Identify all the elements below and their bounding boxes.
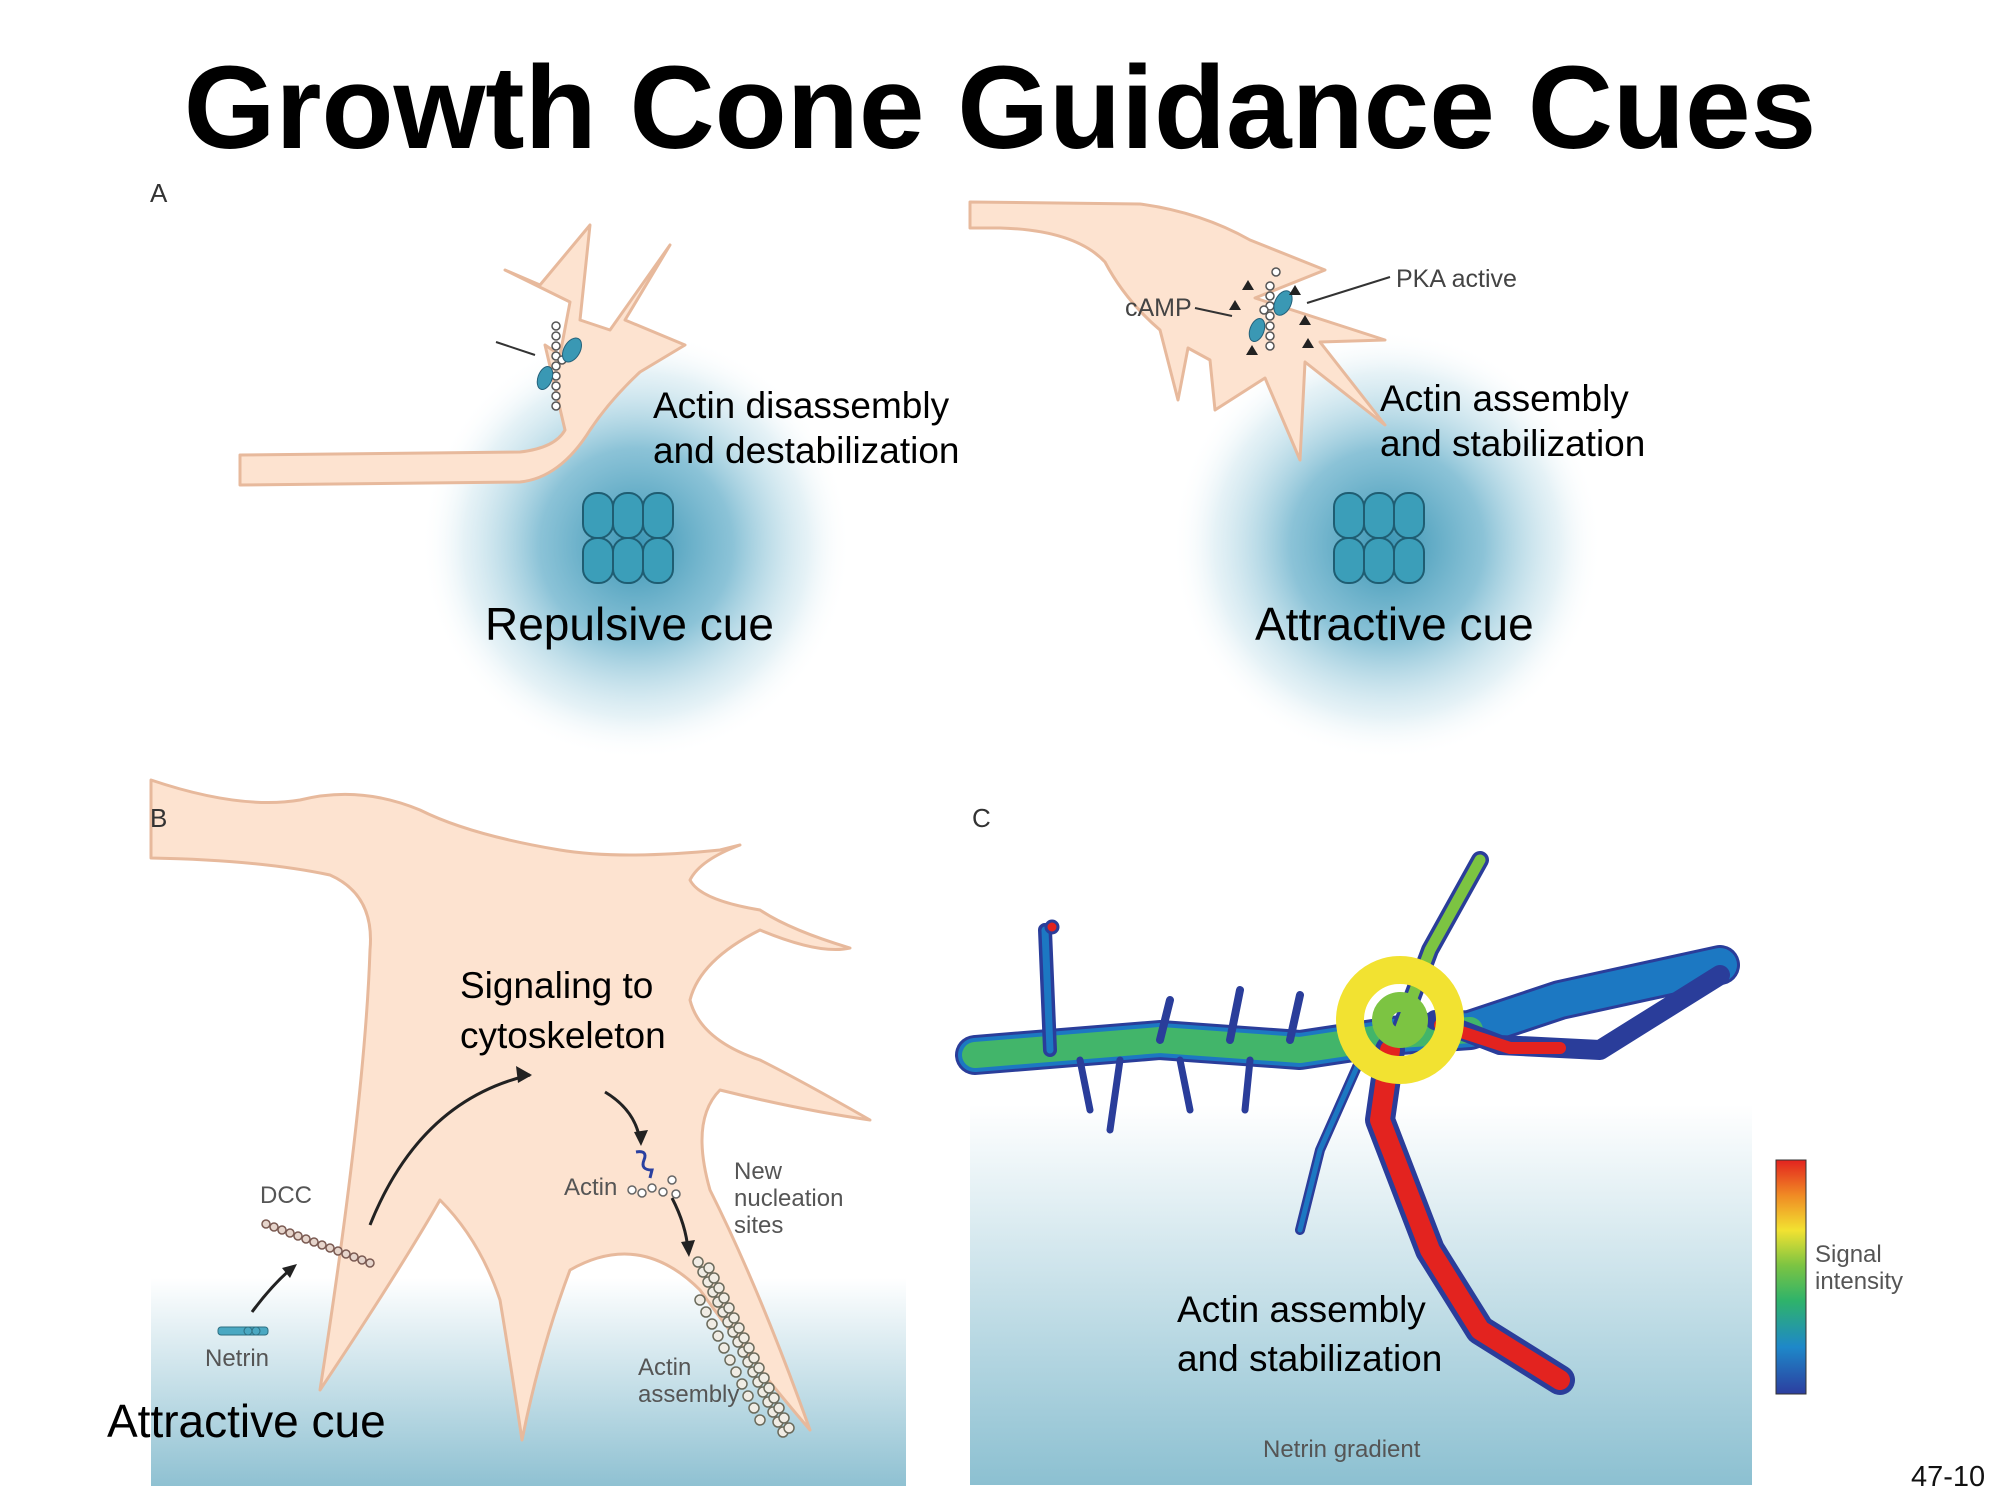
repulsive-growth-cone (238, 223, 687, 487)
repulsive-effect-line2: and destabilization (653, 430, 960, 471)
actin-monomers-icon (627, 1175, 681, 1199)
panel-c-label: C (972, 803, 991, 833)
receptor-cluster-icon (582, 492, 674, 584)
panel-b-label: B (150, 803, 168, 833)
myosin-icon (1273, 290, 1293, 316)
netrin-gradient-label: Netrin gradient (1263, 1436, 1421, 1463)
attractive-effect-line2: and stabilization (1380, 423, 1646, 464)
new-nucleation-line3: sites (734, 1212, 784, 1239)
panel-c-graphic (955, 851, 1807, 1485)
slide-number: 47-10 (1911, 1461, 1986, 1493)
netrin-label: Netrin (205, 1345, 270, 1372)
arrowhead-icon (681, 1240, 695, 1257)
camp-molecules-icon (1229, 280, 1314, 355)
actin-assembly-line1: Actin (638, 1354, 692, 1381)
camp-label: cAMP (1125, 294, 1192, 322)
signal-legend-line2: intensity (1815, 1268, 1904, 1295)
dcc-label: DCC (260, 1182, 312, 1209)
panel-c-gradient-background (970, 1105, 1752, 1485)
actin-label: Actin (564, 1174, 618, 1201)
netrin-molecule-icon (217, 1326, 269, 1336)
new-nucleation-line1: New (734, 1158, 783, 1185)
myosin-icon (1248, 317, 1266, 343)
attractive-cue-label: Attractive cue (1255, 598, 1534, 650)
actin-filament-cluster-icon (692, 1256, 795, 1438)
arrowhead-icon (516, 1066, 532, 1083)
signaling-arrow (368, 1073, 531, 1226)
attractive-growth-cone (968, 200, 1387, 462)
growth-cone-b (149, 778, 872, 1442)
myosin-icon (536, 365, 554, 391)
panel-a-label: A (150, 178, 168, 208)
actin-assembly-line2: assembly (638, 1381, 740, 1408)
signal-legend-line1: Signal (1815, 1241, 1882, 1268)
arrowhead-icon (282, 1264, 297, 1278)
actin-filament-icon (551, 321, 573, 411)
repulsive-effect-line1: Actin disassembly (653, 385, 950, 426)
signaling-line1: Signaling to (460, 965, 654, 1006)
slide-title: Growth Cone Guidance Cues (183, 42, 1817, 174)
panel-a-left-graphic (238, 223, 851, 760)
pka-active-label: PKA active (1396, 265, 1517, 293)
signal-intensity-colorbar (1775, 1159, 1807, 1395)
fluorescent-neuron-image (955, 851, 1740, 1395)
arrowhead-icon (634, 1130, 648, 1146)
panel-a-right-graphic (968, 200, 1602, 760)
receptor-cluster-icon (1333, 492, 1425, 584)
panel-c-effect-line1: Actin assembly (1177, 1289, 1426, 1330)
actin-filament-icon (1259, 267, 1281, 351)
panel-b-graphic (149, 778, 906, 1486)
new-nucleation-line2: nucleation (734, 1185, 844, 1212)
attractive-effect-line1: Actin assembly (1380, 378, 1629, 419)
panel-b-cue-label: Attractive cue (107, 1395, 386, 1447)
repulsive-cue-label: Repulsive cue (485, 598, 774, 650)
panel-c-effect-line2: and stabilization (1177, 1338, 1443, 1379)
dcc-receptor-icon (261, 1219, 375, 1268)
actin-signal-squiggle-icon (635, 1150, 654, 1179)
signaling-line2: cytoskeleton (460, 1015, 666, 1056)
myosin-icon (562, 337, 582, 363)
